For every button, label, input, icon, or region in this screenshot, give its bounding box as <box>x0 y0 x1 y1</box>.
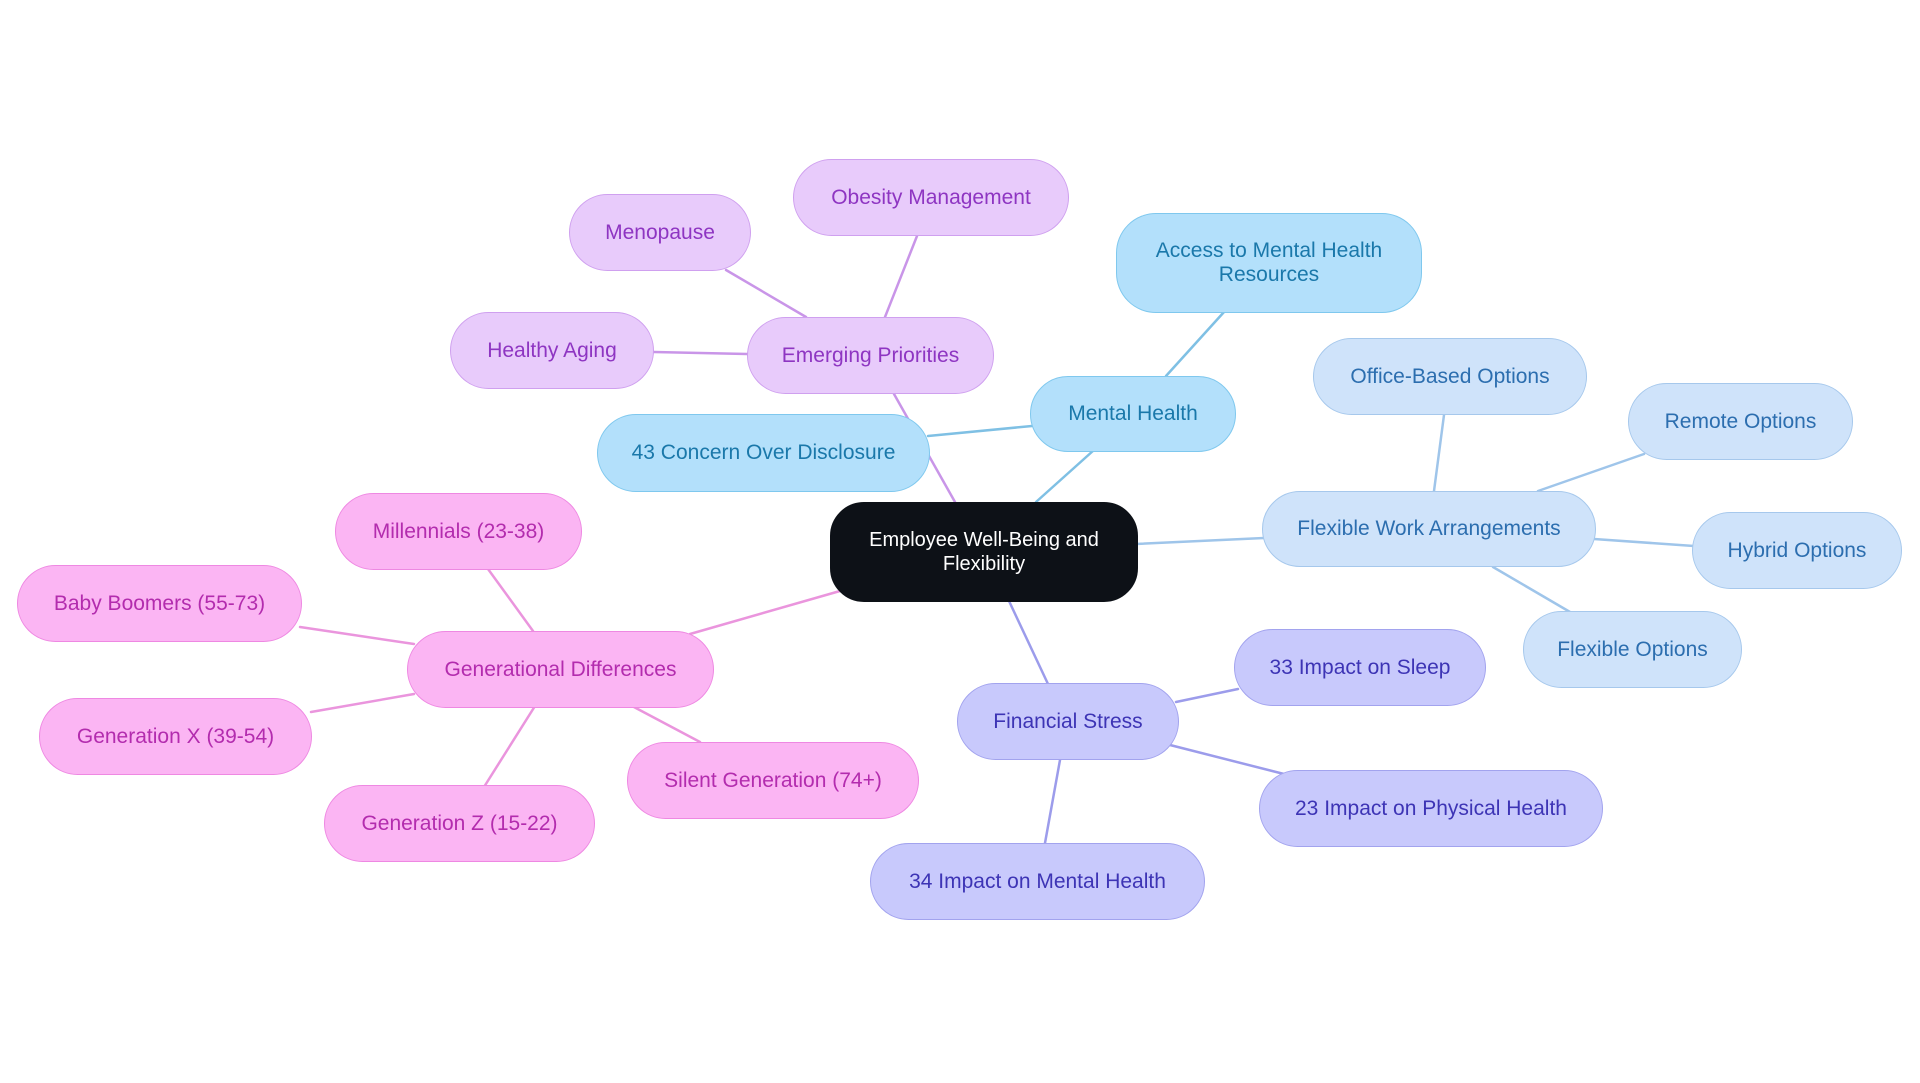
edge-root-flexible-work <box>1134 536 1266 546</box>
branch-flexible-work-arrangements[interactable]: Flexible Work Arrangements <box>1262 491 1596 567</box>
leaf-label: Silent Generation (74+) <box>664 768 882 792</box>
edge-generational-silent <box>630 704 702 744</box>
root-label: Employee Well-Being and Flexibility <box>869 529 1099 575</box>
leaf-label: 34 Impact on Mental Health <box>909 869 1166 893</box>
leaf-label: Baby Boomers (55-73) <box>53 591 266 615</box>
leaf-office-based-options[interactable]: Office-Based Options <box>1313 338 1587 415</box>
edge-flexible-flexible <box>1491 565 1572 614</box>
branch-emerging-priorities[interactable]: Emerging Priorities <box>747 317 994 394</box>
leaf-impact-on-mental-health[interactable]: 34 Impact on Mental Health <box>870 843 1205 920</box>
leaf-remote-options[interactable]: Remote Options <box>1628 383 1853 460</box>
edge-root-generational <box>688 589 842 636</box>
leaf-label: Office-Based Options <box>1350 364 1550 388</box>
branch-mental-health-label: Mental Health <box>1068 402 1198 425</box>
leaf-label: Healthy Aging <box>487 338 617 362</box>
leaf-label: 33 Impact on Sleep <box>1269 655 1451 679</box>
leaf-label: Obesity Management <box>831 185 1031 209</box>
branch-generational-differences[interactable]: Generational Differences <box>407 631 714 708</box>
leaf-baby-boomers[interactable]: Baby Boomers (55-73) <box>17 565 302 642</box>
edge-flexible-remote <box>1536 452 1646 493</box>
edge-mental-health-disclosure <box>926 424 1034 438</box>
leaf-label: Hybrid Options <box>1727 538 1867 562</box>
edge-flexible-hybrid <box>1592 537 1696 548</box>
leaf-label: Millennials (23-38) <box>372 519 545 543</box>
branch-emerging-priorities-label: Emerging Priorities <box>781 343 960 367</box>
branch-financial-stress[interactable]: Financial Stress <box>957 683 1179 760</box>
branch-mental-health[interactable]: Mental Health <box>1030 376 1236 452</box>
leaf-millennials[interactable]: Millennials (23-38) <box>335 493 582 570</box>
leaf-healthy-aging[interactable]: Healthy Aging <box>450 312 654 389</box>
edge-financial-physical <box>1168 743 1286 776</box>
leaf-label: Menopause <box>605 220 715 244</box>
branch-financial-stress-label: Financial Stress <box>993 709 1143 733</box>
leaf-label: 43 Concern Over Disclosure <box>631 441 896 464</box>
leaf-impact-on-physical-health[interactable]: 23 Impact on Physical Health <box>1259 770 1603 847</box>
edge-generational-genx <box>309 692 416 714</box>
leaf-label: Generation X (39-54) <box>76 724 275 748</box>
edge-emerging-menopause <box>724 268 808 319</box>
edge-generational-genz <box>482 704 537 789</box>
leaf-menopause[interactable]: Menopause <box>569 194 751 271</box>
leaf-label: Remote Options <box>1664 409 1817 433</box>
leaf-generation-x[interactable]: Generation X (39-54) <box>39 698 312 775</box>
edge-generational-millennials <box>486 567 535 633</box>
leaf-label: Generation Z (15-22) <box>361 811 558 835</box>
edge-generational-boomers <box>298 625 416 646</box>
edge-root-mental-health <box>1034 448 1096 504</box>
leaf-access-to-mental-health-resources[interactable]: Access to Mental Health Resources <box>1116 213 1422 313</box>
leaf-label: 23 Impact on Physical Health <box>1295 796 1567 820</box>
edge-emerging-healthy-aging <box>652 350 749 356</box>
root-node[interactable]: Employee Well-Being and Flexibility <box>830 502 1138 602</box>
leaf-generation-z[interactable]: Generation Z (15-22) <box>324 785 595 862</box>
edge-root-financial <box>1007 599 1050 686</box>
leaf-hybrid-options[interactable]: Hybrid Options <box>1692 512 1902 589</box>
edge-flexible-office <box>1432 413 1446 493</box>
edge-financial-sleep <box>1174 687 1240 704</box>
leaf-label: Flexible Options <box>1557 637 1708 661</box>
branch-generational-differences-label: Generational Differences <box>444 657 677 681</box>
edge-emerging-obesity <box>883 234 919 319</box>
leaf-impact-on-sleep[interactable]: 33 Impact on Sleep <box>1234 629 1486 706</box>
leaf-concern-over-disclosure[interactable]: 43 Concern Over Disclosure <box>597 414 930 492</box>
leaf-label: Access to Mental Health Resources <box>1155 239 1383 286</box>
edge-financial-mental <box>1043 758 1062 845</box>
leaf-obesity-management[interactable]: Obesity Management <box>793 159 1069 236</box>
leaf-flexible-options[interactable]: Flexible Options <box>1523 611 1742 688</box>
branch-flexible-work-label: Flexible Work Arrangements <box>1297 517 1561 540</box>
edge-mental-health-access <box>1164 310 1226 378</box>
leaf-silent-generation[interactable]: Silent Generation (74+) <box>627 742 919 819</box>
